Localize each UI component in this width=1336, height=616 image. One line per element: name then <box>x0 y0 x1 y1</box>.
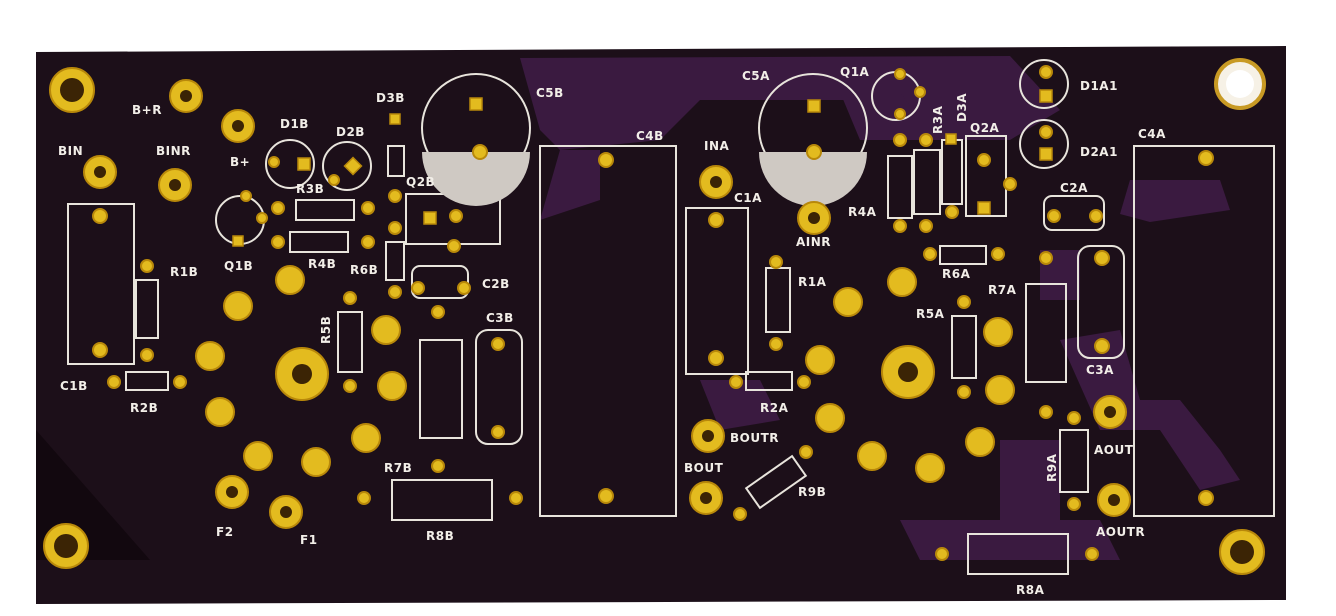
label-d3a: D3A <box>955 93 969 122</box>
label-bin: BIN <box>58 144 83 158</box>
large-pads <box>83 79 1131 529</box>
c5a-stripe <box>759 152 867 206</box>
label-r2b: R2B <box>130 401 158 415</box>
label-aoutr: AOUTR <box>1096 525 1145 539</box>
label-f2: F2 <box>216 525 234 539</box>
label-r8a: R8A <box>1016 583 1045 597</box>
label-c2a: C2A <box>1060 181 1088 195</box>
label-r6a: R6A <box>942 267 971 281</box>
label-c4a: C4A <box>1138 127 1166 141</box>
label-c4b: C4B <box>636 129 664 143</box>
label-r4b: R4B <box>308 257 336 271</box>
c5b-stripe <box>422 152 530 206</box>
label-d2b: D2B <box>336 125 365 139</box>
label-r1a: R1A <box>798 275 827 289</box>
mounting-holes <box>43 58 1266 575</box>
label-c5a: C5A <box>742 69 770 83</box>
label-binr: BINR <box>156 144 191 158</box>
label-c1b: C1B <box>60 379 88 393</box>
label-d1b: D1B <box>280 117 309 131</box>
label-r8b: R8B <box>426 529 454 543</box>
copper-traces <box>520 56 1240 560</box>
label-c1a: C1A <box>734 191 762 205</box>
label-c3b: C3B <box>486 311 514 325</box>
label-r2a: R2A <box>760 401 789 415</box>
label-c3a: C3A <box>1086 363 1114 377</box>
label-r9a: R9A <box>1045 453 1059 482</box>
label-r9b: R9B <box>798 485 826 499</box>
label-c5b: C5B <box>536 86 564 100</box>
diode-bodies <box>387 145 405 177</box>
label-aout: AOUT <box>1094 443 1134 457</box>
label-d1a1: D1A1 <box>1080 79 1118 93</box>
label-c2b: C2B <box>482 277 510 291</box>
label-r3a: R3A <box>931 105 945 134</box>
pcb-board <box>36 46 1286 604</box>
label-r5b: R5B <box>319 316 333 344</box>
label-q2a: Q2A <box>970 121 1000 135</box>
label-r5a: R5A <box>916 307 945 321</box>
label-d3b: D3B <box>376 91 405 105</box>
label-ainr: AINR <box>796 235 831 249</box>
label-r6b: R6B <box>350 263 378 277</box>
label-q1a: Q1A <box>840 65 870 79</box>
label-r3b: R3B <box>296 182 324 196</box>
label-bout: BOUT <box>684 461 724 475</box>
silkscreen-outlines <box>67 59 1275 575</box>
label-d2a1: D2A1 <box>1080 145 1118 159</box>
label-q2b: Q2B <box>406 175 435 189</box>
label-r7a: R7A <box>988 283 1017 297</box>
label-boutr: BOUTR <box>730 431 779 445</box>
label-r7b: R7B <box>384 461 412 475</box>
label-r1b: R1B <box>170 265 198 279</box>
small-pads <box>92 65 1214 561</box>
label-q1b: Q1B <box>224 259 253 273</box>
label-bplus-r: B+R <box>132 103 162 117</box>
label-r4a: R4A <box>848 205 877 219</box>
label-f1: F1 <box>300 533 318 547</box>
silkscreen-labels: BIN B+R B+ BINR D1B D2B D3B C5B C4B INA … <box>58 65 1166 597</box>
label-bplus: B+ <box>230 155 250 169</box>
label-ina: INA <box>704 139 730 153</box>
